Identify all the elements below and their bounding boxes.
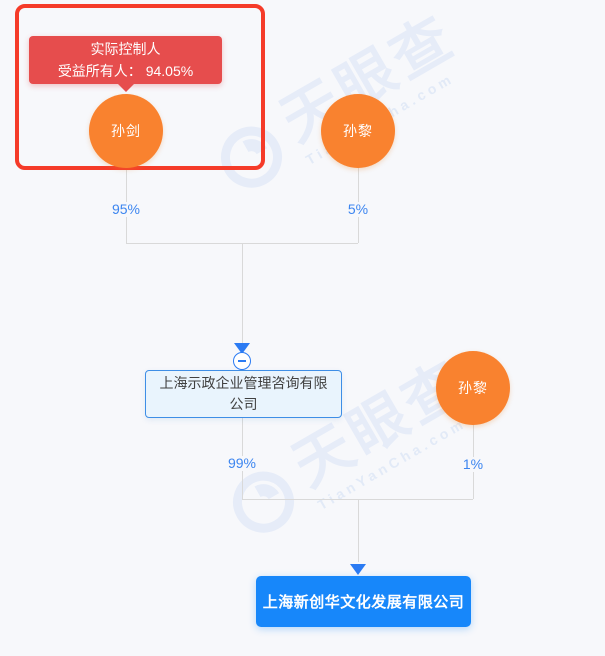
node-sun-li-top-label: 孙黎 [343,123,373,139]
node-sun-li-top[interactable]: 孙黎 [321,94,395,168]
tianyancha-logo-icon [233,471,294,533]
node-target-company[interactable]: 上海新创华文化发展有限公司 [256,576,471,627]
actual-controller-badge-line1: 实际控制人 [90,41,161,57]
ownership-label-sun-li-top: 5% [344,202,372,217]
connector-line [357,499,359,562]
node-sun-jian-label: 孙剑 [111,123,141,139]
node-sun-jian[interactable]: 孙剑 [89,94,163,168]
collapse-toggle[interactable] [233,352,251,370]
arrow-down-icon [349,564,366,575]
node-sun-li-mid-label: 孙黎 [458,380,488,396]
actual-controller-badge: 实际控制人 受益所有人： 94.05% [29,36,222,84]
ownership-label-sun-li-mid: 1% [459,457,487,472]
minus-icon [238,360,246,362]
badge-pointer-icon [118,84,134,92]
ownership-label-holding: 99% [224,456,260,471]
node-holding-company[interactable]: 上海示政企业管理咨询有限公司 [145,370,342,418]
node-target-company-label: 上海新创华文化发展有限公司 [262,594,465,611]
connector-line [241,498,473,500]
connector-line [241,243,243,344]
node-sun-li-mid[interactable]: 孙黎 [436,351,510,425]
arrow-down-icon [234,343,250,354]
ownership-label-sun-jian: 95% [108,202,144,217]
node-holding-company-label: 上海示政企业管理咨询有限公司 [159,375,328,412]
actual-controller-badge-line2: 受益所有人： 94.05% [57,63,194,79]
actual-controller-highlight-box [15,4,265,170]
